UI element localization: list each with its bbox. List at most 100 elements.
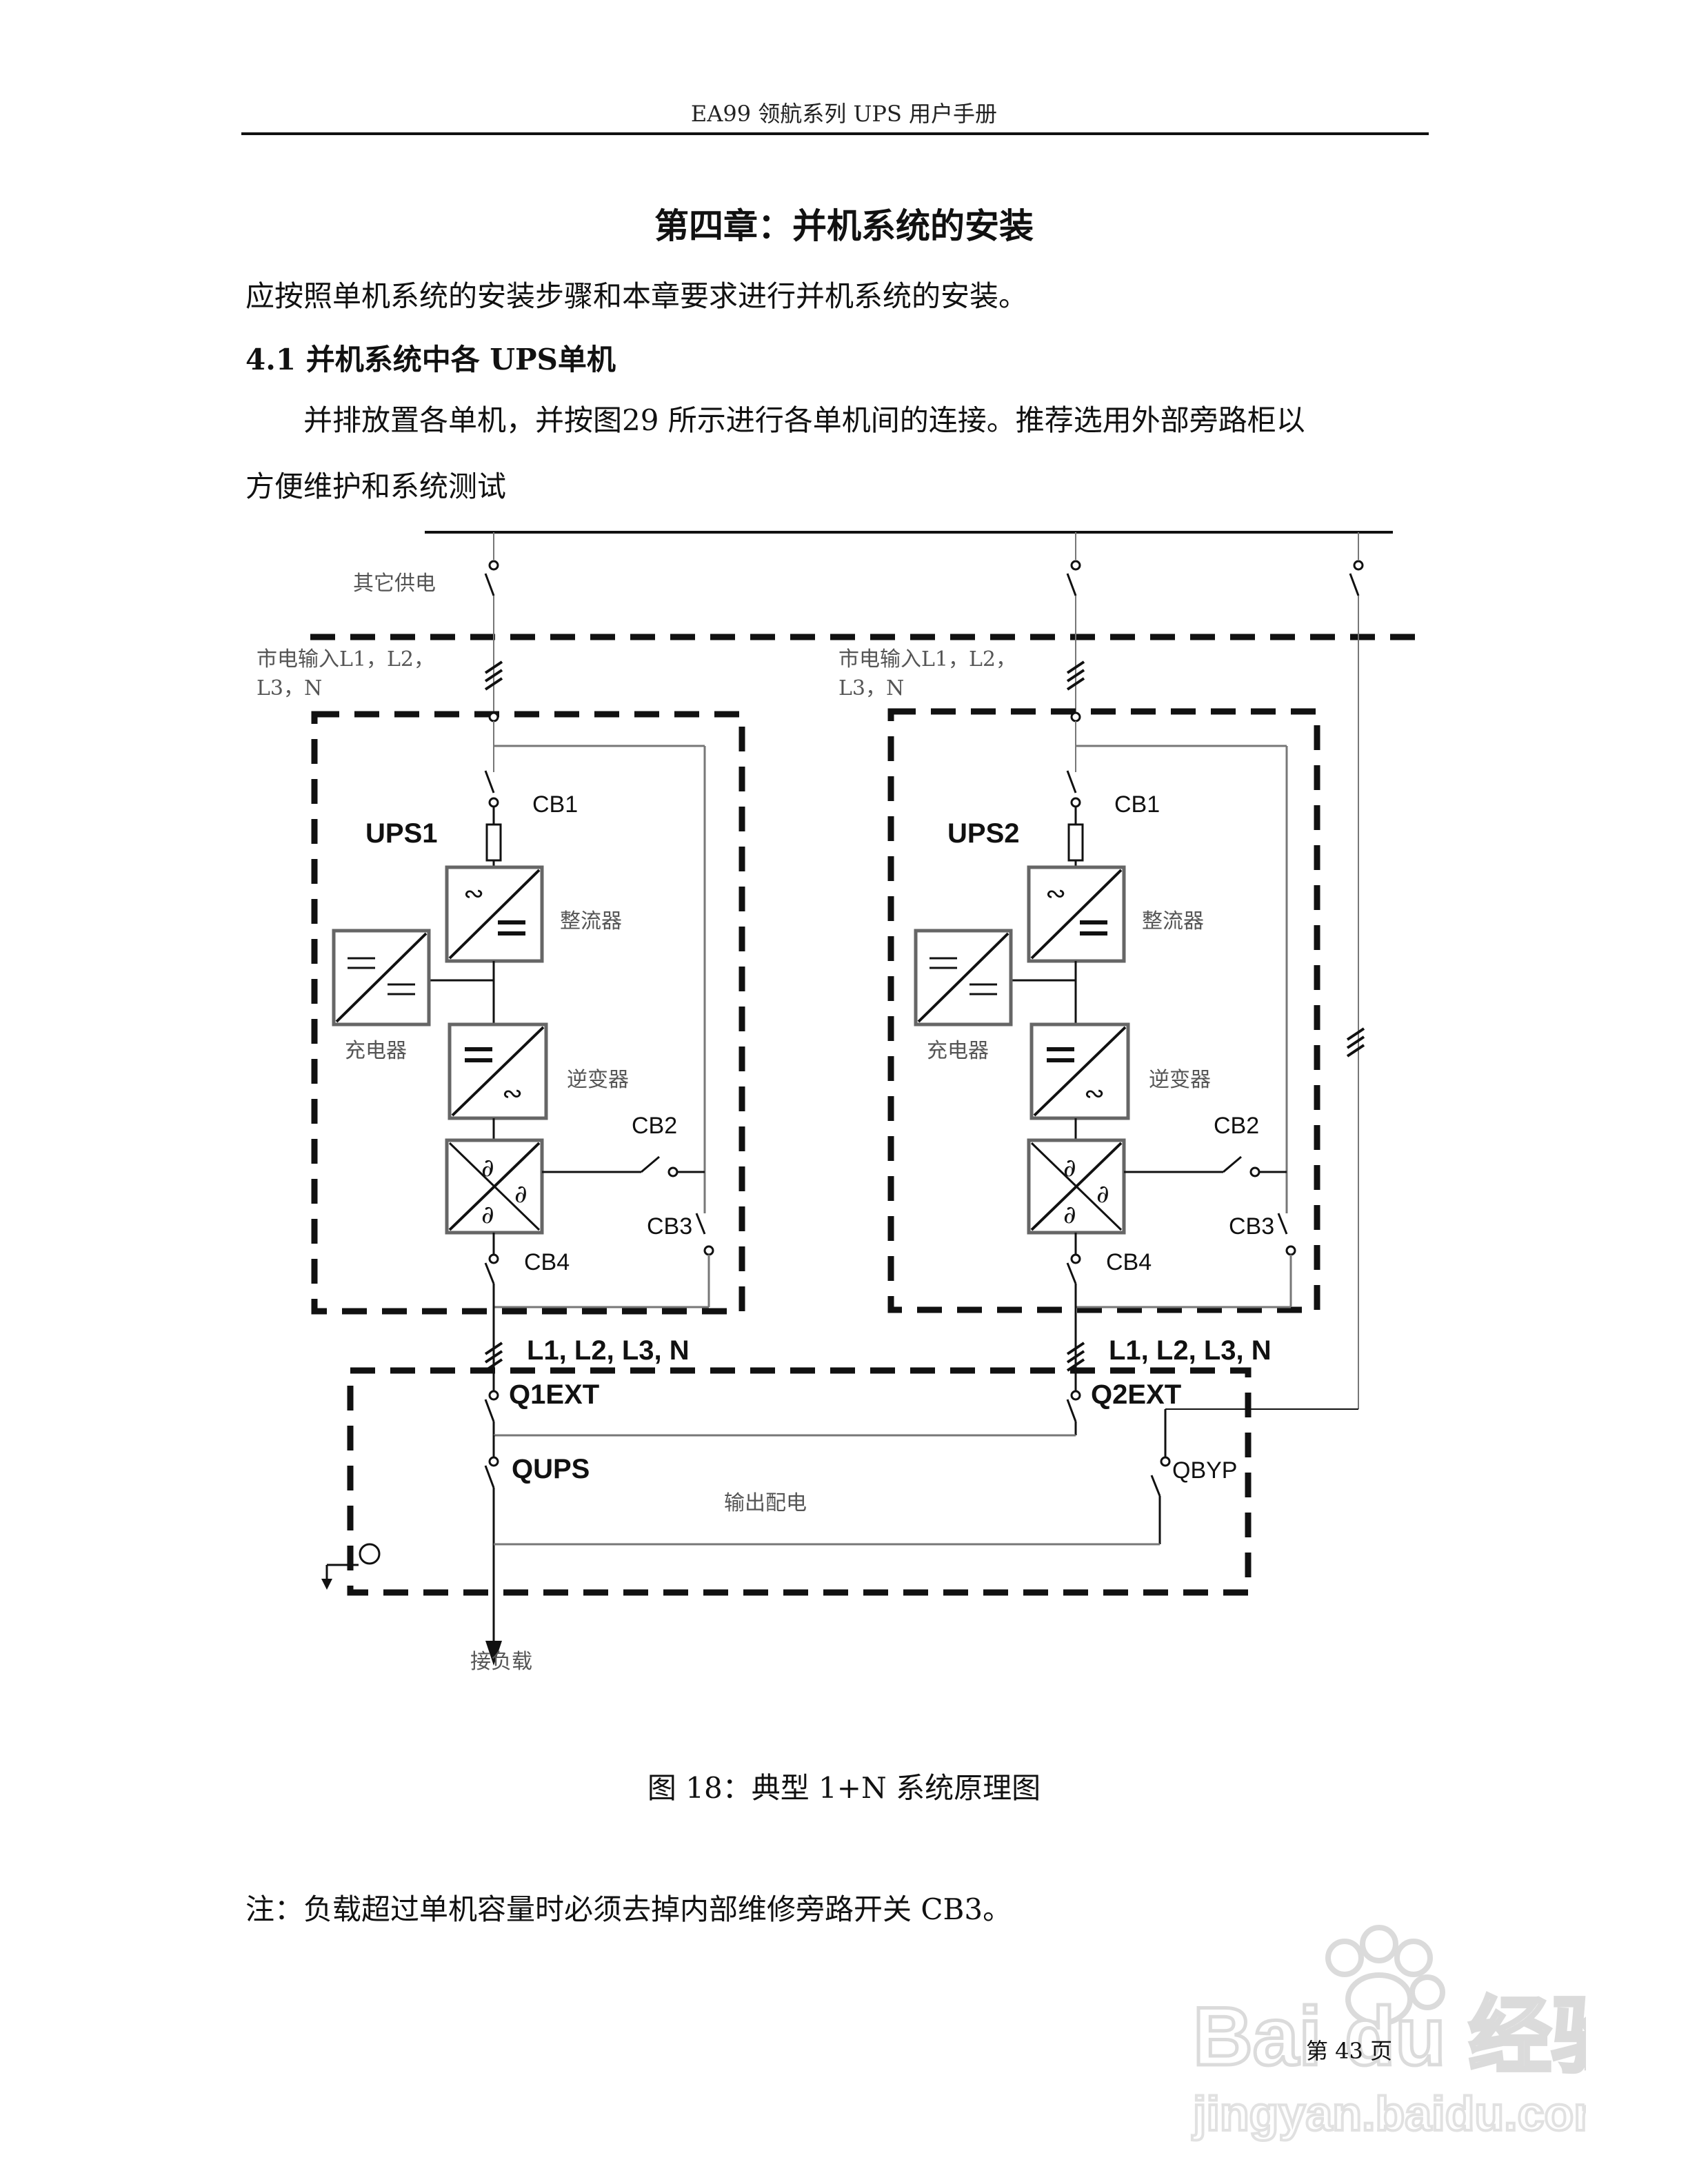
ups2-cb4-label: CB4	[1106, 1249, 1152, 1275]
ups1-label: UPS1	[365, 818, 438, 849]
chapter-title: 第四章：并机系统的安装	[654, 205, 1034, 246]
ups1-output-phase-marks	[484, 1350, 503, 1364]
ups2-cb2-blade	[1223, 1155, 1242, 1173]
ups1-cb3-contact	[703, 1245, 714, 1256]
bypass-phase-marks	[1346, 1044, 1365, 1058]
ups1-cb4-blade	[484, 1262, 495, 1284]
ups1-cb4-contact	[488, 1253, 499, 1264]
ups2-mains-phase-marks	[1066, 677, 1085, 691]
ups1-cb1-blade	[484, 770, 495, 793]
ups1-rectifier-diagonal	[448, 869, 541, 960]
ups1-phases-label: L1, L2, L3, N	[527, 1335, 690, 1366]
other-supply-label: 其它供电	[353, 572, 436, 596]
ups1-cb4-label: CB4	[524, 1249, 570, 1275]
ups2-qext-label: Q2EXT	[1091, 1379, 1181, 1410]
ups2-input-terminal	[1070, 711, 1081, 722]
qbyp-contact	[1160, 1456, 1171, 1467]
ups1-cb3-label: CB3	[647, 1213, 692, 1240]
ups1-static-switch-thyristor-icon: ∂	[514, 1180, 528, 1209]
ups2-cabinet-boundary	[887, 708, 1320, 1313]
ups1-static-switch-thyristor-icon: ∂	[481, 1201, 494, 1229]
output-distribution-label: 输出配电	[724, 1491, 807, 1515]
bypass-phase-marks	[1346, 1027, 1365, 1041]
ups2-inverter-diagonal	[1033, 1026, 1127, 1117]
section-paragraph-line1: 并排放置各单机，并按图29 所示进行各单机间的连接。推荐选用外部旁路柜以	[303, 403, 1305, 437]
ups2-inverter-label: 逆变器	[1149, 1068, 1211, 1092]
ups2-mains-label-2: L3，N	[838, 676, 904, 700]
ups2-inverter-ac-icon: ∾	[1084, 1080, 1105, 1108]
ups1-rectifier-label: 整流器	[560, 909, 622, 933]
ups2-cb1-contact	[1070, 797, 1081, 808]
ups2-output-phase-marks	[1066, 1342, 1085, 1355]
ups1-qext-contact	[488, 1390, 499, 1401]
ups1-cb1-label: CB1	[532, 791, 578, 818]
qups-label: QUPS	[512, 1454, 590, 1484]
intro-paragraph: 应按照单机系统的安装步骤和本章要求进行并机系统的安装。	[245, 279, 1028, 313]
ups2-cb4-contact	[1070, 1253, 1081, 1264]
ups2-fuse	[1067, 823, 1084, 862]
ups1-charger-label: 充电器	[345, 1039, 407, 1063]
ups2-static-switch-diagonal2	[1030, 1142, 1123, 1231]
ups1-cb2-contact	[667, 1166, 679, 1177]
ups1-charger-diagonal	[335, 932, 428, 1023]
section-heading: 4.1 并机系统中各 UPS单机	[245, 343, 616, 376]
ups1-mains-label-1: 市电输入L1，L2，	[257, 647, 434, 671]
ups2-static-switch-thyristor-icon: ∂	[1063, 1154, 1076, 1182]
ups2-static-switch-thyristor-icon: ∂	[1096, 1180, 1109, 1209]
ups2-cb2-contact	[1249, 1166, 1260, 1177]
ups2-supply-switch-blade	[1066, 573, 1077, 596]
bypass-supply-switch-contact	[1353, 560, 1364, 571]
ups1-inverter-diagonal	[451, 1026, 545, 1117]
ups2-mains-phase-marks	[1066, 660, 1085, 674]
qups-blade	[484, 1465, 495, 1488]
ground-arrow-icon	[321, 1579, 332, 1590]
svg-text:Bai du 经验: Bai du 经验	[1193, 1990, 1586, 2083]
ups2-cb2-label: CB2	[1214, 1113, 1259, 1139]
ups2-static-switch-thyristor-icon: ∂	[1063, 1201, 1076, 1229]
running-header: EA99 领航系列 UPS 用户手册	[690, 101, 998, 127]
output-distribution-boundary	[347, 1367, 1252, 1596]
page-number: 第 43 页	[1306, 2038, 1393, 2064]
baidu-jingyan-watermark: Bai du 经验 jingyan.baidu.com	[1190, 1925, 1586, 2142]
ups1-rectifier-ac-icon: ∾	[463, 880, 484, 908]
ups2-rectifier-ac-icon: ∾	[1045, 880, 1066, 908]
ups2-mains-label-1: 市电输入L1，L2，	[838, 647, 1016, 671]
load-arrow-icon	[485, 1641, 502, 1666]
ups1-cabinet-boundary	[311, 711, 745, 1315]
ups1-supply-switch-contact	[488, 560, 499, 571]
ups1-qext-label: Q1EXT	[509, 1379, 599, 1410]
load-label: 接负载	[470, 1650, 532, 1674]
ups1-mains-phase-marks	[484, 660, 503, 674]
ups1-qext-blade	[484, 1399, 495, 1422]
ground-icon	[359, 1543, 381, 1565]
ups2-charger-label: 充电器	[927, 1039, 989, 1063]
ups2-rectifier-label: 整流器	[1142, 909, 1204, 933]
ups2-cb3-blade	[1277, 1213, 1288, 1235]
figure-caption: 图 18：典型 1+N 系统原理图	[647, 1771, 1041, 1805]
ups2-output-phase-marks	[1066, 1350, 1085, 1364]
qups-contact	[488, 1456, 499, 1467]
ups1-input-terminal	[488, 711, 499, 722]
bypass-supply-switch-blade	[1349, 573, 1360, 596]
ups1-static-switch-thyristor-icon: ∂	[481, 1154, 494, 1182]
bypass-phase-marks	[1346, 1035, 1365, 1049]
note: 注：负载超过单机容量时必须去掉内部维修旁路开关 CB3。	[245, 1892, 1012, 1926]
ups2-qext-blade	[1066, 1399, 1077, 1422]
header-divider	[241, 132, 1429, 135]
ups2-cb3-label: CB3	[1229, 1213, 1274, 1240]
ups2-cb1-label: CB1	[1114, 791, 1160, 818]
ups1-cb2-blade	[641, 1155, 660, 1173]
ups2-supply-switch-contact	[1070, 560, 1081, 571]
ups1-output-phase-marks	[484, 1342, 503, 1355]
ups2-label: UPS2	[947, 818, 1020, 849]
ups1-static-switch-diagonal2	[448, 1142, 541, 1231]
ups1-cb1-contact	[488, 797, 499, 808]
ups2-charger-diagonal	[917, 932, 1009, 1023]
ups2-cb3-contact	[1285, 1245, 1296, 1256]
ups1-inverter-label: 逆变器	[567, 1068, 629, 1092]
ups2-qext-contact	[1070, 1390, 1081, 1401]
ups2-phases-label: L1, L2, L3, N	[1109, 1335, 1272, 1366]
ups1-mains-label-2: L3，N	[257, 676, 322, 700]
